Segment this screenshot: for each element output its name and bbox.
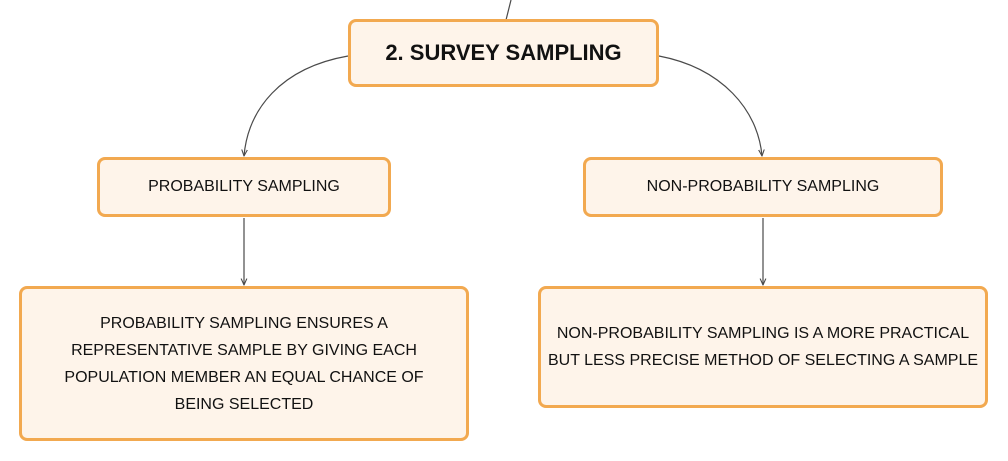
node-non-probability-sampling[interactable]: NON-PROBABILITY SAMPLING xyxy=(583,157,943,217)
node-probability-sampling[interactable]: PROBABILITY SAMPLING xyxy=(97,157,391,217)
non-probability-description-text: NON-PROBABILITY SAMPLING IS A MORE PRACT… xyxy=(547,325,979,369)
probability-description-text: PROBABILITY SAMPLING ENSURES A REPRESENT… xyxy=(64,314,424,413)
root-node-survey-sampling[interactable]: 2. SURVEY SAMPLING xyxy=(348,19,659,87)
node-probability-description[interactable]: PROBABILITY SAMPLING ENSURES A REPRESENT… xyxy=(19,286,469,441)
connector-root-to-non-probability xyxy=(658,55,762,156)
incoming-connector xyxy=(505,0,512,21)
root-node-label: 2. SURVEY SAMPLING xyxy=(385,40,622,65)
connector-root-to-probability xyxy=(244,55,349,156)
non-probability-sampling-label: NON-PROBABILITY SAMPLING xyxy=(646,178,880,195)
probability-sampling-label: PROBABILITY SAMPLING xyxy=(148,178,340,195)
node-non-probability-description[interactable]: NON-PROBABILITY SAMPLING IS A MORE PRACT… xyxy=(538,286,988,408)
